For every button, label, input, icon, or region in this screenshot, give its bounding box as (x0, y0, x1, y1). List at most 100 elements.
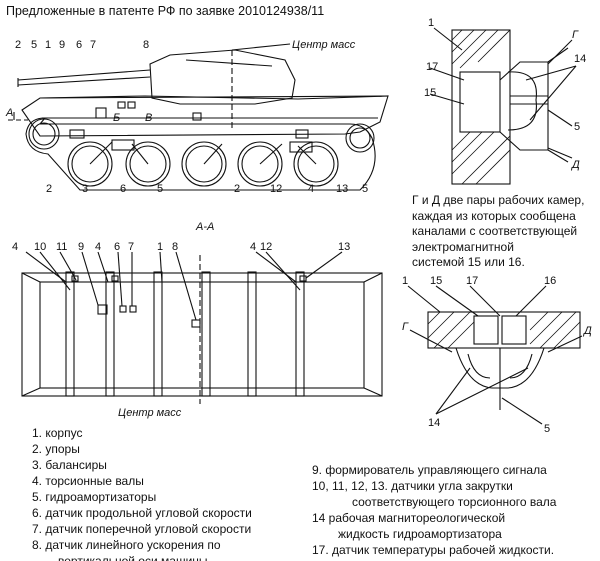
legend-item-continuation: вертикальной оси машины (58, 554, 208, 561)
chambers-note-line: Г и Д две пары рабочих камер, (412, 193, 585, 207)
chambers-note-line: каждая из которых сообщена (412, 208, 576, 223)
legend-left: 1. корпус 2. упоры 3. балансиры 4. торси… (32, 425, 252, 561)
road-wheel (237, 141, 283, 187)
detail-mark-b: Б (113, 112, 120, 124)
bottom-callout-d: Д (582, 325, 592, 337)
bottom-callout-1: 1 (402, 275, 408, 287)
plan-callout-8: 8 (172, 241, 178, 253)
bottom-callout-14: 14 (428, 417, 440, 429)
sensor-block (117, 101, 126, 109)
legend-item: 9. формирователь управляющего сигнала (312, 463, 547, 477)
chambers-note-line: каналами с соответствующей (412, 224, 578, 238)
callout-12: 12 (270, 183, 282, 195)
plan-callout-12: 12 (260, 241, 272, 253)
side-view-callouts: 2 5 1 9 6 7 8 2 3 6 5 2 12 4 13 5 А Б В … (5, 39, 368, 195)
plan-view-callouts: 4 10 11 9 4 6 7 1 8 4 12 13 Центр масс (12, 241, 350, 419)
page-title: Предложенные в патенте РФ по заявке 2010… (6, 4, 325, 18)
damper-detail-bottom (407, 285, 583, 425)
legend-item-continuation: соответствующего торсионного вала (352, 495, 557, 509)
plan-callout-9: 9 (78, 241, 84, 253)
legend-item-continuation: жидкость гидроамортизатора (338, 527, 502, 541)
plan-callout-13: 13 (338, 241, 350, 253)
callout-2b: 2 (46, 183, 52, 195)
legend-item: 10, 11, 12, 13. датчики угла закрутки (312, 479, 513, 493)
legend-item: 1. корпус (32, 426, 83, 440)
bottom-callout-17: 17 (466, 275, 478, 287)
legend-item: 3. балансиры (32, 458, 107, 472)
hatching (451, 29, 511, 185)
legend-item: 14 рабочая магнитореологической (312, 511, 506, 525)
plan-callout-4c: 4 (250, 241, 256, 253)
plan-callout-4: 4 (12, 241, 18, 253)
road-wheel (293, 141, 339, 187)
plan-callout-4b: 4 (95, 241, 101, 253)
section-title: А-А (195, 221, 214, 233)
callout-13: 13 (336, 183, 348, 195)
callout-4: 4 (308, 183, 314, 195)
plan-sensor (97, 304, 108, 315)
chambers-note-line: электромагнитной (412, 239, 514, 254)
plan-sensor (191, 319, 201, 328)
callout-5c: 5 (362, 183, 368, 195)
plan-callout-1: 1 (157, 241, 163, 253)
bottom-callout-5: 5 (544, 423, 550, 435)
legend-item: 17. датчик температуры рабочей жидкости. (312, 543, 555, 557)
bottom-callout-g: Г (402, 321, 409, 333)
tank-side-view (8, 43, 389, 191)
plan-callout-11: 11 (56, 241, 67, 253)
callout-8: 8 (143, 39, 149, 51)
plan-callout-10: 10 (34, 241, 46, 253)
center-mass-label: Центр масс (292, 39, 356, 51)
plan-sensor (119, 305, 127, 313)
sensor-block (95, 107, 107, 119)
turret (149, 49, 296, 105)
callout-9: 9 (59, 39, 65, 51)
sensor-block (127, 101, 136, 109)
hatching (427, 311, 581, 349)
top-callout-15: 15 (424, 87, 436, 99)
top-callout-14: 14 (574, 53, 586, 65)
callout-5b: 5 (157, 183, 163, 195)
legend-item: 8. датчик линейного ускорения по (32, 538, 221, 552)
legend-item: 2. упоры (32, 442, 80, 456)
plan-callout-6: 6 (114, 241, 120, 253)
chambers-note: Г и Д две пары рабочих камер, каждая из … (412, 193, 584, 271)
callout-2: 2 (15, 39, 21, 51)
detail-mark-v: В (145, 112, 152, 124)
sensor-block (192, 112, 202, 121)
legend-item: 4. торсионные валы (32, 474, 144, 488)
sprocket-wheel (345, 123, 375, 153)
bottom-callout-16: 16 (544, 275, 556, 287)
plan-sensor (129, 305, 137, 313)
callout-1: 1 (45, 39, 51, 51)
bottom-callout-15: 15 (430, 275, 442, 287)
chambers-note-line: системой 15 или 16. (412, 255, 525, 269)
legend-item: 5. гидроамортизаторы (32, 490, 157, 504)
top-callout-1: 1 (428, 17, 434, 29)
callout-7: 7 (90, 39, 96, 51)
callout-3: 3 (82, 183, 88, 195)
track (25, 117, 376, 191)
top-callout-d: Д (570, 159, 580, 171)
top-callout-g: Г (572, 29, 579, 41)
callout-5: 5 (31, 39, 37, 51)
damper-detail-top (429, 27, 577, 185)
gun-barrel (17, 69, 151, 81)
top-callout-5: 5 (574, 121, 580, 133)
callout-6: 6 (76, 39, 82, 51)
legend-item: 6. датчик продольной угловой скорости (32, 506, 252, 520)
bottom-detail-callouts: 1 15 17 16 Г Д 14 5 (402, 275, 592, 435)
road-wheel (67, 141, 113, 187)
idler-wheel (28, 118, 60, 150)
plan-center-mass-label: Центр масс (118, 407, 182, 419)
road-wheel (181, 141, 227, 187)
legend-right: 9. формирователь управляющего сигнала 10… (312, 462, 556, 558)
plan-view (21, 251, 383, 404)
top-detail-callouts: 1 Г 17 14 15 5 Д (424, 17, 586, 171)
callout-2c: 2 (234, 183, 240, 195)
section-mark-a: А (5, 107, 13, 119)
hull (21, 95, 389, 137)
plan-callout-7: 7 (128, 241, 134, 253)
road-wheel (125, 141, 171, 187)
